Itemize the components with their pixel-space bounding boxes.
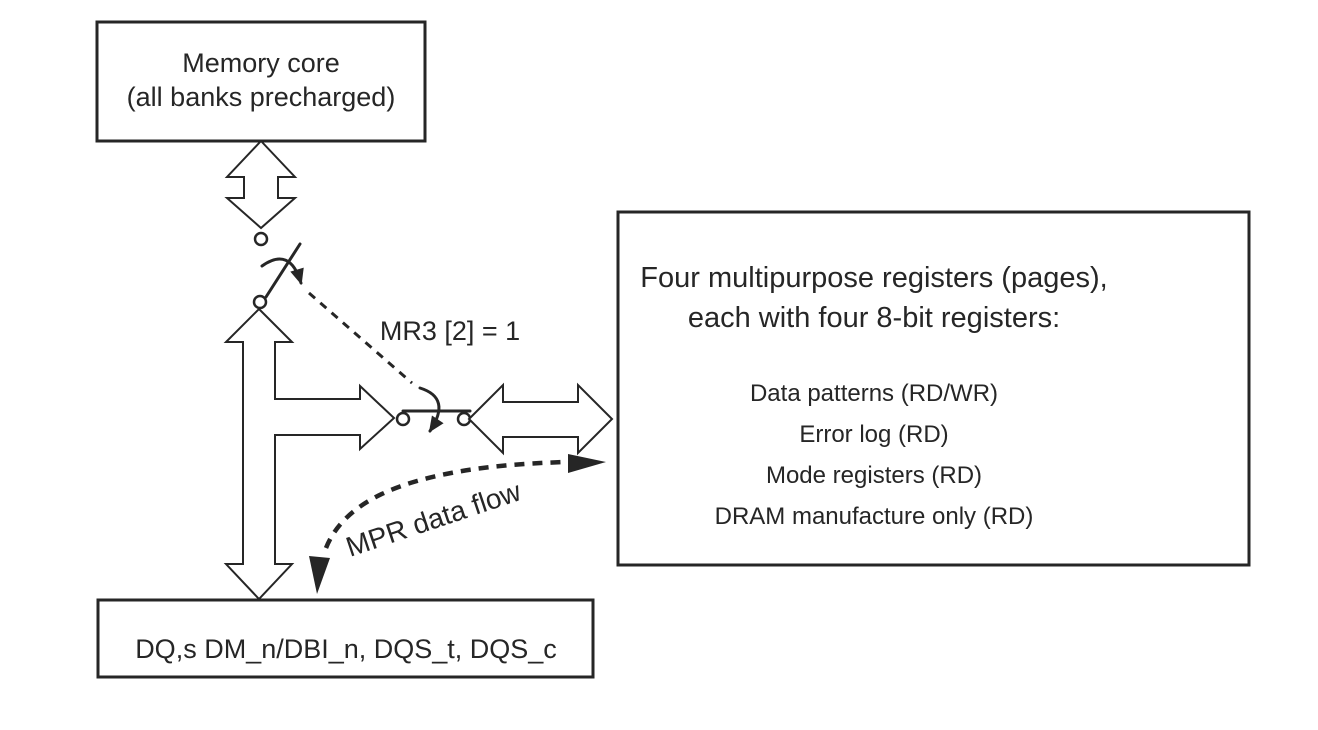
memory-core-label-line2: (all banks precharged) bbox=[127, 82, 396, 112]
mpr-data-flow-arrowhead-down-icon bbox=[309, 556, 330, 594]
mpr-data-flow-label: MPR data flow bbox=[342, 475, 525, 562]
mr3-control-dashed-line bbox=[308, 291, 413, 385]
register-list-item: Data patterns (RD/WR) bbox=[750, 380, 998, 407]
dq-box-label: DQ,s DM_n/DBI_n, DQS_t, DQS_c bbox=[135, 634, 557, 664]
core-switch-contact-top bbox=[253, 231, 269, 247]
mpr-data-flow-arrowhead-right-icon bbox=[568, 454, 606, 473]
mpr-data-flow-curve bbox=[323, 459, 567, 549]
core-switch-blade bbox=[264, 242, 302, 299]
core-bidirectional-arrow-icon bbox=[224, 139, 298, 230]
register-list-item: Mode registers (RD) bbox=[766, 462, 982, 489]
register-box-heading-line1: Four multipurpose registers (pages), bbox=[640, 262, 1107, 294]
mr3-setting-label: MR3 [2] = 1 bbox=[380, 316, 520, 346]
core-switch-contact-bottom bbox=[252, 294, 268, 310]
dq-bus-block-arrow-icon bbox=[223, 307, 396, 601]
core-switch-motion-arrow-icon bbox=[260, 257, 304, 285]
mpr-switch-motion-arrow-icon bbox=[418, 386, 444, 433]
dq-box bbox=[96, 598, 595, 679]
mpr-switch-contact-left bbox=[395, 411, 411, 427]
register-box-heading-line2: each with four 8-bit registers: bbox=[688, 302, 1060, 334]
register-list-item: DRAM manufacture only (RD) bbox=[715, 503, 1034, 530]
mpr-bidirectional-arrow-icon bbox=[467, 382, 614, 456]
register-list-item: Error log (RD) bbox=[799, 421, 948, 448]
memory-core-box bbox=[95, 20, 427, 143]
memory-core-label-line1: Memory core bbox=[182, 48, 340, 78]
register-box bbox=[616, 210, 1251, 567]
